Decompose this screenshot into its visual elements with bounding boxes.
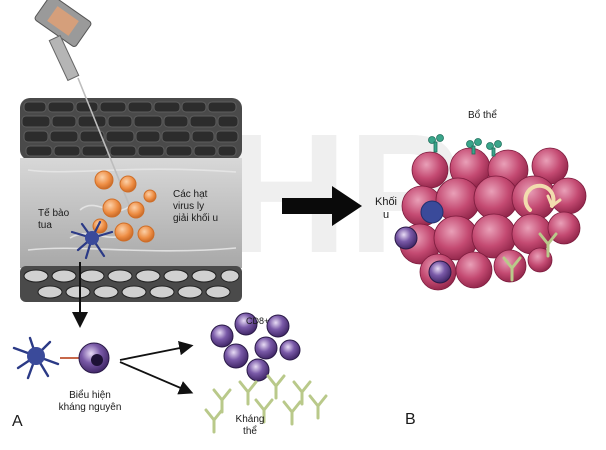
antigen-presenting-cell bbox=[12, 336, 110, 380]
lysis-arrow bbox=[523, 183, 562, 212]
antibodies bbox=[204, 374, 328, 434]
cd8-t-cells bbox=[210, 312, 301, 382]
tumor-label: Khối u bbox=[374, 196, 398, 221]
dendritic-cell-label: Tế bào tua bbox=[38, 208, 70, 231]
oncolytic-virus-label: Các hạt virus ly giải khối u bbox=[173, 189, 219, 224]
virus-particles bbox=[92, 170, 157, 243]
complement-proteins bbox=[428, 134, 502, 157]
skin-tissue-block bbox=[20, 98, 242, 302]
split-arrows bbox=[119, 341, 194, 395]
panel-a-label: A bbox=[12, 413, 23, 430]
tumor-mass bbox=[399, 147, 587, 291]
tumor-antibodies bbox=[502, 232, 558, 282]
dendritic-cell-in-tissue bbox=[70, 220, 114, 260]
tumor-immune-cells bbox=[394, 200, 452, 284]
panel-b-label: B bbox=[405, 411, 416, 428]
cd8-label: CD8+ bbox=[246, 316, 270, 326]
antigen-presentation-label: Biểu hiện kháng nguyên bbox=[58, 390, 122, 413]
complement-label: Bổ thể bbox=[468, 110, 497, 121]
big-arrow bbox=[282, 186, 362, 226]
antibody-label: Kháng thể bbox=[235, 414, 265, 437]
